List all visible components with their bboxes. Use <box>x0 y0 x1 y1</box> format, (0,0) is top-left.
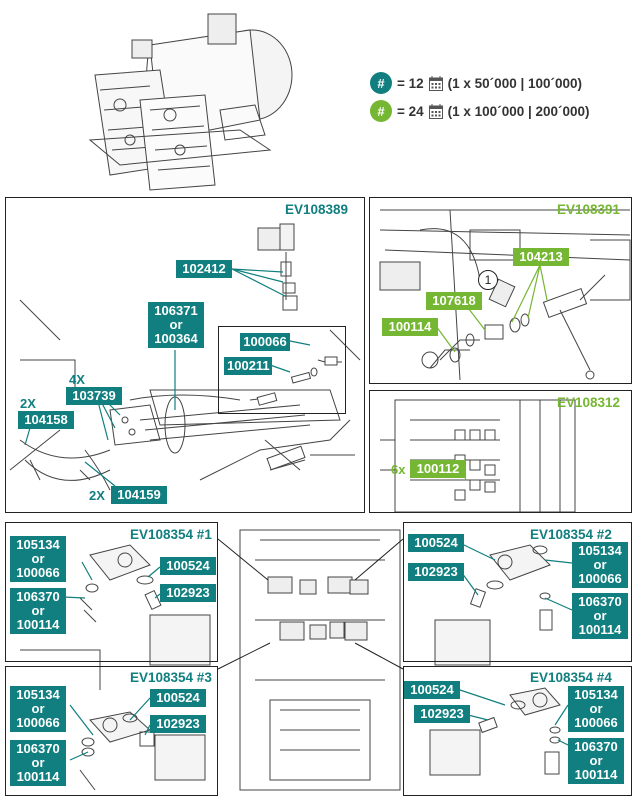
ev108389-art <box>9 223 361 491</box>
panel-title: EV108354 #3 <box>130 670 212 685</box>
panel-title: EV108354 #4 <box>530 670 612 685</box>
part-tag-100066: 100066 <box>240 333 290 351</box>
ev108354-3-art <box>79 711 206 791</box>
part-tag-102412: 102412 <box>176 260 232 278</box>
part-tag-100524: 100524 <box>408 534 464 552</box>
part-tag-104213: 104213 <box>513 248 569 266</box>
legend-detail: (1 x 100´000 | 200´000) <box>447 103 590 119</box>
part-tag-106370-or-100114: 106370 or 100114 <box>572 593 628 639</box>
part-tag-105134-or-100066: 105134 or 100066 <box>10 686 66 732</box>
panel-ev108389 <box>5 197 365 513</box>
quantity-label: 2X <box>89 488 105 503</box>
panel-title: EV108312 <box>557 395 621 410</box>
part-tag-105134-or-100066: 105134 or 100066 <box>572 542 628 588</box>
ev108389-inset-art <box>249 356 342 406</box>
quantity-label: 6x <box>391 462 406 477</box>
part-tag-100112: 100112 <box>410 460 466 478</box>
ev108354-1-art <box>20 544 211 690</box>
part-tag-102923: 102923 <box>150 715 206 733</box>
calendar-icon <box>428 103 443 119</box>
legend-row-24: # = 24 (1 x 100´000 | 200´000) <box>370 100 590 122</box>
center-machine-art <box>239 529 401 791</box>
part-tag-102923: 102923 <box>414 705 470 723</box>
part-tag-105134-or-100066: 105134 or 100066 <box>568 686 624 732</box>
panel-ev108354-4 <box>403 666 632 796</box>
part-tag-100524: 100524 <box>404 681 460 699</box>
part-tag-103739: 103739 <box>66 387 122 405</box>
part-tag-106370-or-100114: 106370 or 100114 <box>10 588 66 634</box>
part-tag-100211: 100211 <box>224 357 272 375</box>
legend-equals: = 24 <box>397 103 424 119</box>
legend-equals: = 12 <box>397 75 424 91</box>
panel-ev108354-3 <box>5 666 218 796</box>
ev108354-2-art <box>434 544 553 666</box>
part-tag-104158: 104158 <box>18 411 74 429</box>
panel-ev108354-2 <box>403 522 632 662</box>
calendar-icon <box>428 75 443 91</box>
panel-ev108354-1 <box>5 522 218 662</box>
part-tag-106370-or-100114: 106370 or 100114 <box>10 740 66 786</box>
legend-detail: (1 x 50´000 | 100´000) <box>447 75 583 91</box>
part-tag-102923: 102923 <box>160 584 216 602</box>
panel-ev108312 <box>369 390 632 513</box>
part-tag-104159: 104159 <box>111 486 167 504</box>
panel-title: EV108354 #2 <box>530 527 612 542</box>
panel-title: EV108391 <box>557 202 621 217</box>
panel-title: EV108389 <box>285 202 349 217</box>
part-tag-102923: 102923 <box>408 563 464 581</box>
part-tag-106370-or-100114: 106370 or 100114 <box>568 738 624 784</box>
panel-ev108389-inset <box>218 326 346 414</box>
green-hash-icon: # <box>370 100 392 122</box>
part-tag-107618: 107618 <box>426 292 482 310</box>
panel-title: EV108354 #1 <box>130 527 212 542</box>
callout-number: 1 <box>478 270 498 290</box>
part-tag-100114: 100114 <box>382 318 438 336</box>
part-tag-100524: 100524 <box>150 689 206 707</box>
legend-row-12: # = 12 (1 x 50´000 | 100´000) <box>370 72 582 94</box>
ev108354-4-art <box>429 687 561 776</box>
part-tag-106371-or-100364: 106371 or 100364 <box>148 302 204 348</box>
part-tag-100524: 100524 <box>160 557 216 575</box>
quantity-label: 4X <box>69 372 85 387</box>
quantity-label: 2X <box>20 396 36 411</box>
boiler-illustration <box>88 13 293 191</box>
panel-ev108391 <box>369 197 632 384</box>
teal-hash-icon: # <box>370 72 392 94</box>
part-tag-105134-or-100066: 105134 or 100066 <box>10 536 66 582</box>
